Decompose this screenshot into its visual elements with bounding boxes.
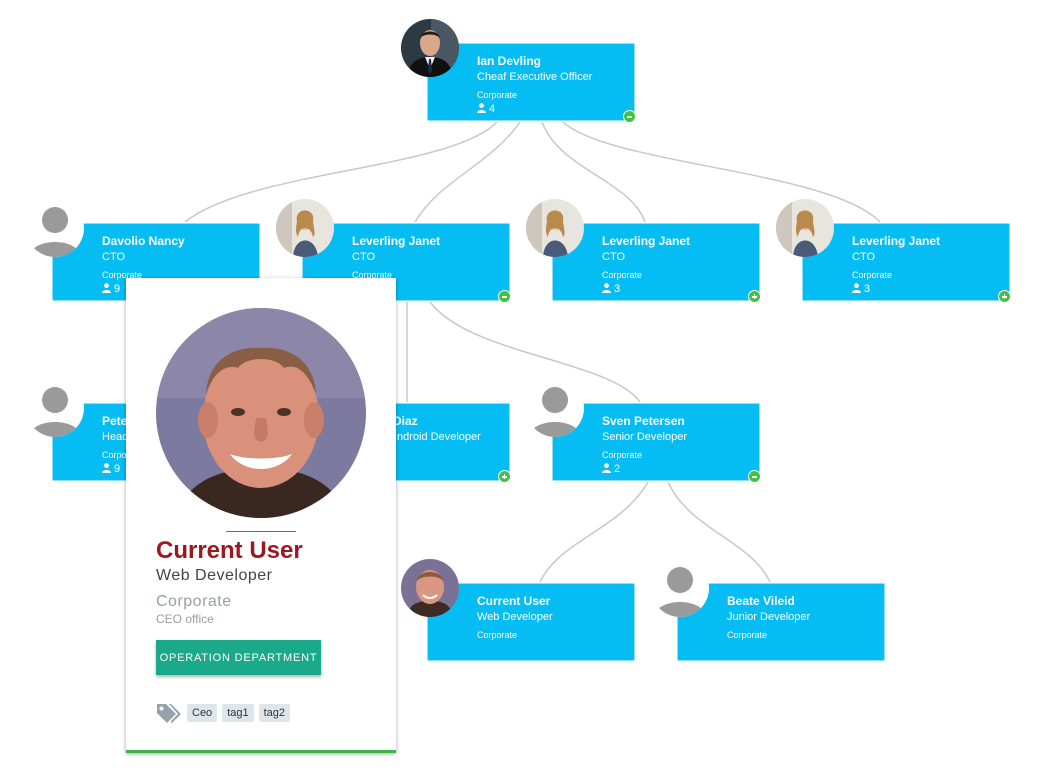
- node-subordinate-count: 3: [602, 283, 620, 295]
- node-name: Sven Petersen: [602, 414, 685, 428]
- card-divider: [226, 531, 296, 532]
- link: [539, 481, 649, 583]
- node-department: Corporate: [727, 630, 768, 640]
- person-icon: [26, 199, 84, 257]
- employee-name: Current User: [156, 537, 303, 564]
- portrait-photo-icon: [156, 308, 366, 518]
- user-icon: [602, 283, 611, 293]
- node-name: Diaz: [393, 414, 418, 428]
- node-name: Beate Vileid: [727, 594, 795, 608]
- org-node-leverling-janet-2[interactable]: Leverling Janet CTO Corporate 3: [552, 223, 760, 301]
- employee-detail-card: Current User Web Developer Corporate CEO…: [126, 278, 396, 753]
- link: [429, 301, 641, 403]
- portrait-photo-icon: [526, 199, 584, 257]
- node-department: Corporate: [477, 90, 518, 100]
- node-name: Leverling Janet: [852, 234, 941, 248]
- node-title: Senior Developer: [602, 431, 687, 443]
- employee-department: Corporate: [156, 593, 232, 610]
- link: [184, 121, 498, 223]
- org-node-sven-petersen[interactable]: Sven Petersen Senior Developer Corporate…: [552, 403, 760, 481]
- avatar-beate-vileid: [651, 559, 709, 617]
- employee-photo: [156, 308, 366, 518]
- node-title: CTO: [102, 251, 126, 263]
- node-title: CTO: [602, 251, 626, 263]
- person-icon: [26, 379, 84, 437]
- avatar-leverling-janet: [276, 199, 334, 257]
- user-icon: [852, 283, 861, 293]
- node-subordinate-count: 3: [852, 283, 870, 295]
- org-node-ian-devling[interactable]: Ian Devling Cheaf Executive Officer Corp…: [427, 43, 635, 121]
- employee-title: Web Developer: [156, 567, 273, 584]
- link: [541, 121, 646, 223]
- expand-toggle[interactable]: [998, 290, 1011, 303]
- avatar-davolio-nancy: [26, 199, 84, 257]
- tags-icon: [157, 704, 181, 723]
- node-name: Current User: [477, 594, 551, 608]
- tag[interactable]: tag2: [258, 704, 291, 722]
- node-department: Corporate: [102, 270, 143, 280]
- expand-toggle[interactable]: [748, 290, 761, 303]
- collapse-toggle[interactable]: [748, 470, 761, 483]
- tag-list: Ceo tag1 tag2: [187, 704, 291, 722]
- node-department: Corporate: [602, 270, 643, 280]
- node-name: Davolio Nancy: [102, 234, 185, 248]
- node-title: CTO: [852, 251, 876, 263]
- user-icon: [602, 463, 611, 473]
- node-subordinate-count: 9: [102, 463, 120, 475]
- link: [667, 481, 771, 583]
- node-department: Corporate: [352, 270, 393, 280]
- portrait-photo-icon: [276, 199, 334, 257]
- link: [414, 121, 521, 223]
- person-icon: [651, 559, 709, 617]
- portrait-photo-icon: [401, 19, 459, 77]
- org-node-leverling-janet-3[interactable]: Leverling Janet CTO Corporate 3: [802, 223, 1010, 301]
- node-name: Leverling Janet: [602, 234, 691, 248]
- person-icon: [526, 379, 584, 437]
- node-department: Corporate: [477, 630, 518, 640]
- avatar-ian-devling: [401, 19, 459, 77]
- node-subordinate-count: 9: [102, 283, 120, 295]
- node-title: Cheaf Executive Officer: [477, 71, 593, 83]
- link: [562, 121, 881, 223]
- user-icon: [477, 103, 486, 113]
- portrait-photo-icon: [401, 559, 459, 617]
- tag[interactable]: tag1: [222, 704, 254, 722]
- user-icon: [102, 283, 111, 293]
- tag[interactable]: Ceo: [187, 704, 218, 722]
- org-node-beate-vileid[interactable]: Beate Vileid Junior Developer Corporate: [677, 583, 885, 661]
- expand-toggle[interactable]: [498, 470, 511, 483]
- node-title: Junior Developer: [727, 611, 811, 623]
- avatar-current-user: [401, 559, 459, 617]
- node-name: Ian Devling: [477, 54, 542, 68]
- node-department: Corporate: [602, 450, 643, 460]
- node-title: ndroid Developer: [397, 431, 481, 443]
- collapse-toggle[interactable]: [498, 290, 511, 303]
- node-title: Web Developer: [477, 611, 553, 623]
- operation-department-button[interactable]: OPERATION DEPARTMENT: [156, 640, 321, 675]
- node-department: Corpo: [102, 450, 127, 460]
- node-title: Head: [102, 431, 129, 443]
- node-name: Leverling Janet: [352, 234, 441, 248]
- node-department: Corporate: [852, 270, 893, 280]
- avatar-leverling-janet: [776, 199, 834, 257]
- node-subordinate-count: 4: [477, 103, 495, 115]
- org-node-current-user[interactable]: Current User Web Developer Corporate: [427, 583, 635, 661]
- node-subordinate-count: 2: [602, 463, 620, 475]
- avatar-sven-petersen: [526, 379, 584, 437]
- employee-office: CEO office: [156, 612, 214, 626]
- collapse-toggle[interactable]: [623, 110, 636, 123]
- avatar-pete: [26, 379, 84, 437]
- user-icon: [102, 463, 111, 473]
- avatar-leverling-janet: [526, 199, 584, 257]
- node-title: CTO: [352, 251, 376, 263]
- node-name: Pete: [102, 414, 128, 428]
- portrait-photo-icon: [776, 199, 834, 257]
